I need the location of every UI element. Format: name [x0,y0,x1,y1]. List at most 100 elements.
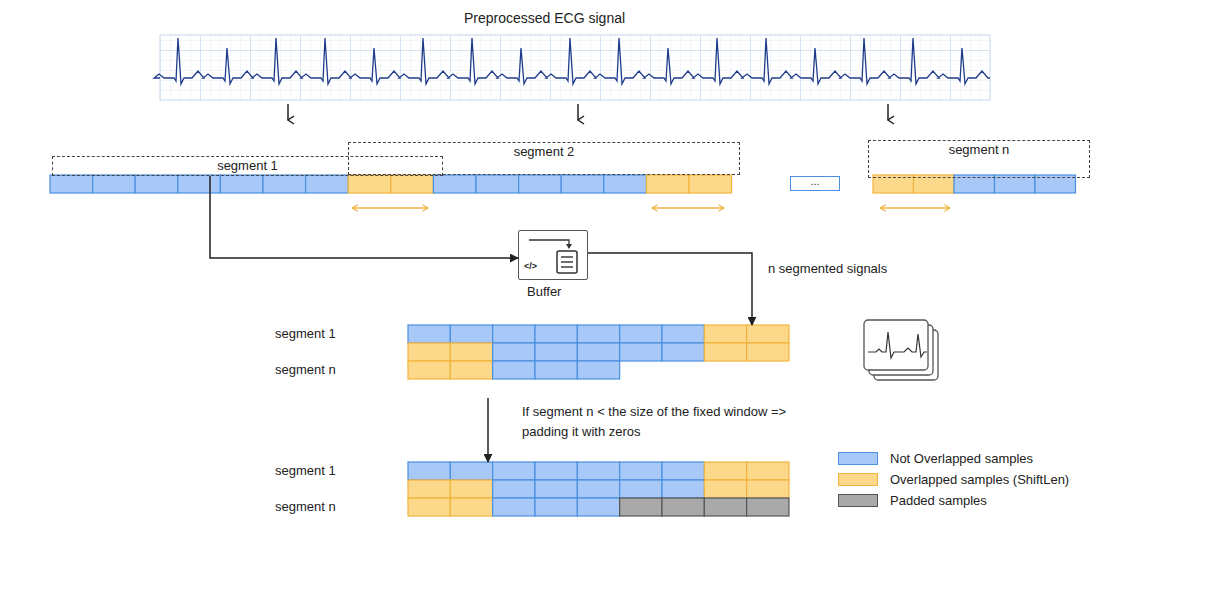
sample-cell [620,498,662,516]
sample-cell [620,325,662,343]
sample-cells [50,175,1076,516]
segment-window: segment n [868,140,1090,178]
sample-cell [493,361,535,379]
sample-cell [535,325,577,343]
sample-cell [662,462,704,480]
sample-cell [408,361,450,379]
sample-cell [704,498,746,516]
sample-row [408,361,620,379]
sample-cell [433,175,476,193]
sample-cell [662,343,704,361]
segment-label: segment n [869,142,1089,158]
overlap-arrows [352,207,950,209]
sample-cell [535,498,577,516]
sample-row [50,175,732,193]
sample-row [408,480,789,498]
sample-cell [604,175,647,193]
sample-cell [391,175,434,193]
sample-cell [493,343,535,361]
sample-cell [306,175,349,193]
buffer-box: </>Buffer [518,230,588,280]
sample-cell [263,175,306,193]
sample-row [408,462,789,480]
sample-cell [493,480,535,498]
ellipsis: ... [791,177,839,185]
flow-arrow [210,176,518,258]
title: Preprocessed ECG signal [462,10,627,27]
sample-cell [561,175,604,193]
edge-label: If segment n < the size of the fixed win… [520,402,809,442]
sample-cell [135,175,178,193]
sample-cell [535,361,577,379]
sample-cell [408,325,450,343]
legend-swatch [838,494,878,507]
sample-row [408,325,789,343]
sample-cell [408,498,450,516]
sample-cell [450,361,492,379]
legend-label: Not Overlapped samples [890,450,1033,467]
sample-cell [476,175,519,193]
legend-swatch [838,452,878,465]
sample-cell [646,175,689,193]
sample-cell [50,175,93,193]
sample-cell [348,175,391,193]
sample-cell [747,462,789,480]
sample-cell [747,325,789,343]
sample-cell [178,175,221,193]
sample-cell [408,462,450,480]
sample-cell [620,343,662,361]
sample-cell [408,343,450,361]
flow-arrow [487,398,489,462]
sample-cell [620,462,662,480]
row-label: segment 1 [275,326,336,341]
ellipsis-box: ... [790,176,840,191]
sample-cell [577,462,619,480]
sample-cell [577,343,619,361]
buffer-label: Buffer [527,284,561,299]
sample-cell [493,498,535,516]
code-icon: </> [524,261,537,271]
segment-stack: segment 1segment n [408,325,789,379]
ecg-trace [154,38,990,84]
edge-label: n segmented signals [766,259,889,279]
row-label: segment n [275,362,336,377]
segment-label: segment 1 [53,158,442,174]
sample-cell [93,175,136,193]
sample-cell [220,175,263,193]
segment-stack: segment 1segment n [408,462,789,516]
sample-cell [535,343,577,361]
sample-row [408,498,789,516]
sample-cell [493,462,535,480]
sample-cell [747,343,789,361]
legend-label: Overlapped samples (ShiftLen) [890,471,1069,488]
sample-cell [662,498,704,516]
sample-cell [450,480,492,498]
sample-cell [747,498,789,516]
sample-cell [577,361,619,379]
sample-cell [620,480,662,498]
row-label: segment n [275,499,336,514]
sample-cell [747,480,789,498]
sample-cell [535,462,577,480]
legend-swatch [838,473,878,486]
sample-cell [704,462,746,480]
sample-cell [704,480,746,498]
sample-cell [704,325,746,343]
row-label: segment 1 [275,463,336,478]
sample-cell [577,325,619,343]
sample-cell [519,175,562,193]
sample-cell [535,480,577,498]
sample-cell [662,480,704,498]
sample-cell [704,343,746,361]
sample-cell [450,462,492,480]
sample-cell [577,480,619,498]
sample-row [408,343,789,361]
segment-label: segment 2 [349,144,739,160]
sample-cell [450,498,492,516]
sample-cell [493,325,535,343]
sample-cell [577,498,619,516]
segment-window: segment 1 [52,156,443,176]
legend-label: Padded samples [890,492,987,509]
